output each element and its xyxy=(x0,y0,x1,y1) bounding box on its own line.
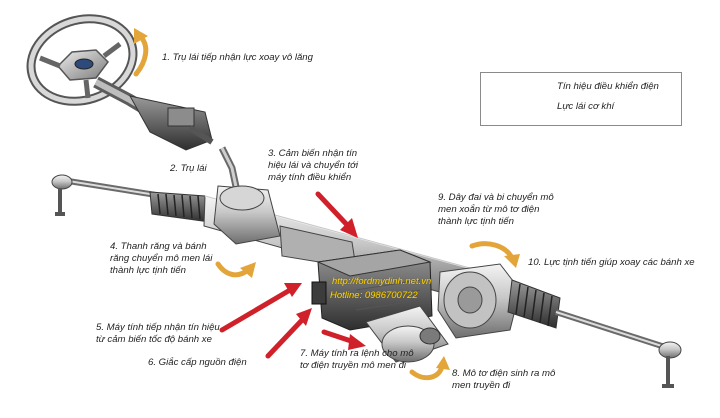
label-8: 8. Mô tơ điện sinh ra mô men truyền đi xyxy=(452,368,556,391)
ball-nut-housing xyxy=(437,263,521,339)
label-4: 4. Thanh răng và bánh răng chuyển mô men… xyxy=(110,241,213,276)
legend-mechanical-label: Lực lái cơ khí xyxy=(557,101,615,112)
label-1: 1. Trụ lái tiếp nhận lực xoay vô lăng xyxy=(162,52,313,63)
label-9: 9. Dây đai và bi chuyển mô men xoắn từ m… xyxy=(438,192,554,227)
arrow-ecu-command xyxy=(321,329,366,350)
arrow-sensor-signal xyxy=(315,191,358,238)
watermark-url: http://fordmydinh.net.vn xyxy=(332,276,432,287)
arrow-belt-ball-nut xyxy=(469,241,520,268)
label-2: 2. Trụ lái xyxy=(170,163,207,174)
control-module xyxy=(311,249,433,331)
rack-housing xyxy=(203,185,471,301)
label-10: 10. Lực tịnh tiến giúp xoay các bánh xe xyxy=(528,257,695,268)
legend-electric-label: Tín hiệu điều khiển điện xyxy=(557,81,659,92)
right-tie-rod xyxy=(507,279,682,388)
label-6: 6. Giắc cấp nguồn điện xyxy=(148,357,247,368)
legend xyxy=(480,72,682,126)
electric-motor xyxy=(365,305,449,363)
label-5: 5. Máy tính tiếp nhận tín hiệu từ cảm bi… xyxy=(96,322,220,345)
arrow-rack-pinion xyxy=(215,261,256,278)
arrow-wheel-rotation xyxy=(133,28,149,77)
steering-column xyxy=(93,76,242,197)
left-tie-rod xyxy=(51,174,211,223)
arrow-motor-torque xyxy=(409,356,450,381)
watermark-hotline: Hotline: 0986700722 xyxy=(330,290,418,301)
label-7: 7. Máy tính ra lệnh cho mô tơ điện truyề… xyxy=(300,348,414,371)
arrow-power-connector xyxy=(265,308,312,359)
steering-wheel xyxy=(26,14,138,106)
arrow-speed-signal xyxy=(219,283,302,333)
label-3: 3. Cảm biến nhận tín hiệu lái và chuyển … xyxy=(268,148,359,183)
